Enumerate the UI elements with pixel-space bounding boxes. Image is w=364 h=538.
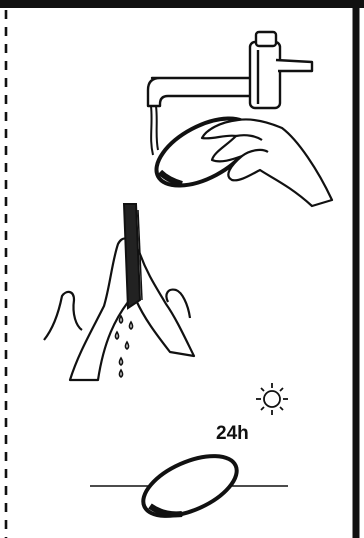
lens-disc-icon <box>124 204 142 308</box>
sun-icon <box>256 383 288 415</box>
rinse-hands-illustration <box>44 238 194 380</box>
faucet-icon <box>148 32 312 108</box>
drying-time-label: 24h <box>216 423 249 445</box>
drying-surface <box>90 444 288 529</box>
water-drops-icon <box>116 316 133 377</box>
water-stream-icon <box>151 106 158 155</box>
